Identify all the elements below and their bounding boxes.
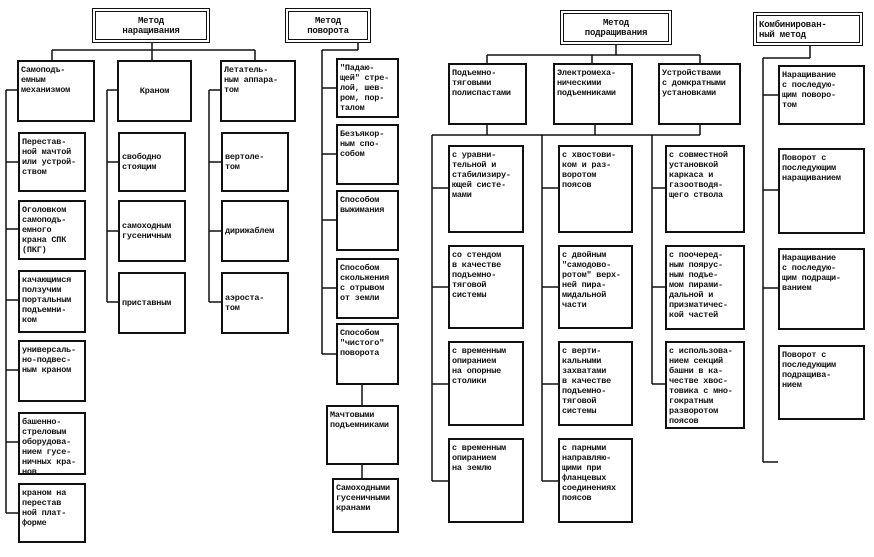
group-electromechanical: Электромеха- ническими подъемниками [553, 63, 633, 125]
item-combined: Наращивание с последую- щим подращи- ван… [778, 248, 865, 330]
item-rotation-sub: Мачтовыми подъемниками [326, 405, 399, 465]
item-combined: Поворот с последующим наращиванием [778, 148, 865, 234]
item-build-up: вертоле- том [221, 132, 289, 192]
method-combined-header: Комбинирован- ный метод [753, 12, 863, 46]
item-build-up: качающимся ползучим портальным подъемни-… [18, 270, 86, 333]
item-build-up: дирижаблем [221, 200, 289, 262]
item-lift-up: с двойным "самодово- ротом" верх- ней пи… [558, 245, 633, 329]
item-combined: Наращивание с последую- щим поворо- том [778, 65, 865, 125]
group-jacks: Устройствами с домкратными установками [658, 63, 741, 125]
item-rotation: "Падаю- щей" стре- лой, шев- ром, пор- т… [336, 58, 399, 118]
item-build-up: аэроста- том [221, 272, 289, 334]
item-lift-up: с временным опиранием на опорные столики [448, 341, 524, 426]
item-build-up: Оголовком самоподъ- емного крана СПК (ПК… [18, 200, 86, 260]
method-lift-up-header: Метод подращивания [560, 10, 672, 45]
item-build-up: Перестав- ной мачтой или устрой- ством [18, 132, 86, 192]
item-lift-up: со стендом в качестве подъемно- тяговой … [448, 245, 524, 329]
item-rotation-sub: Самоходными гусеничными кранами [332, 478, 399, 533]
item-lift-up: с парными направляю- щими при фланцевых … [558, 438, 633, 523]
item-build-up: башенно- стреловым оборудова- нием гусе-… [18, 412, 86, 475]
item-rotation: Способом выжимания [336, 190, 399, 251]
method-rotation-header: Метод поворота [285, 8, 371, 43]
group-aircraft: Летатель- ным аппара- том [220, 60, 296, 122]
item-lift-up: с временным опиранием на землю [448, 438, 524, 523]
group-crane: Краном [117, 60, 192, 122]
item-lift-up: с поочеред- ным поярус- ным подъе- мом п… [665, 245, 745, 330]
item-lift-up: с использова- нием секций башни в ка- че… [665, 341, 745, 429]
group-hoists: Подъемно- тяговыми полиспастами [448, 63, 527, 125]
item-lift-up: с верти- кальными захватами в качестве п… [558, 341, 633, 426]
item-rotation: Способом "чистого" поворота [336, 323, 399, 385]
item-build-up: свободно стоящим [118, 132, 186, 192]
item-lift-up: с совместной установкой каркаса и газоот… [665, 145, 745, 233]
item-rotation: Безъякор- ным спо- собом [336, 124, 399, 185]
item-rotation: Способом скольжения с отрывом от земли [336, 258, 399, 319]
item-build-up: краном на перестав­ ной плат- форме [18, 483, 86, 543]
method-build-up-header: Метод наращивания [92, 8, 210, 43]
group-self-lifting: Самоподъ- емным механизмом [17, 60, 95, 122]
item-combined: Поворот с последующим подращива- нием [778, 345, 865, 420]
item-lift-up: с хвостови- ком и раз- воротом поясов [558, 145, 633, 233]
item-build-up: универсаль- но-подвес- ным краном [18, 340, 86, 402]
item-lift-up: с уравни- тельной и стабилизиру- ющей си… [448, 145, 524, 233]
item-build-up: приставным [118, 272, 186, 334]
item-build-up: самоходным гусеничным [118, 200, 186, 262]
